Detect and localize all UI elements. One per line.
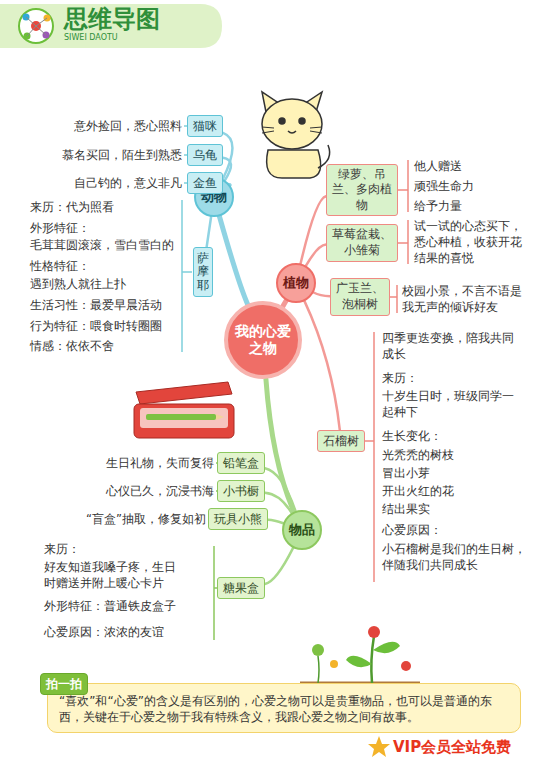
leaf-box: 绿萝、吊兰、多肉植物 bbox=[326, 164, 398, 217]
branch-connector bbox=[219, 216, 247, 304]
annotation-text: 试一试的心态买下，悉心种植，收获开花结果的喜悦 bbox=[414, 218, 526, 266]
node-text: 绿萝、吊兰、多肉植物 bbox=[332, 167, 392, 214]
node-text: 石榴树 bbox=[323, 433, 359, 449]
plant-illustration bbox=[300, 626, 420, 683]
pencil-case-illustration bbox=[134, 382, 234, 438]
node-text: 物品 bbox=[289, 522, 315, 538]
annotation-text: 生长变化： bbox=[382, 428, 442, 444]
annotation-text: 意外捡回，悉心照料 bbox=[74, 118, 182, 134]
annotation-text: 行为特征：喂食时转圈圈 bbox=[30, 318, 162, 334]
annotation-text: 开出火红的花 bbox=[382, 483, 454, 499]
node-text: 植物 bbox=[283, 275, 309, 291]
annotation-text: 心爱原因： bbox=[382, 522, 442, 538]
branch-connector bbox=[265, 493, 292, 513]
annotation-text: 来历：代为照看 bbox=[30, 199, 114, 215]
header-banner bbox=[0, 4, 222, 48]
annotation-text: 顽强生命力 bbox=[414, 178, 474, 194]
annotation-text: 结出果实 bbox=[382, 501, 430, 517]
node-text: 猫咪 bbox=[193, 118, 217, 134]
branch-connector bbox=[305, 301, 340, 430]
note-box: “喜欢”和“心爱”的含义是有区别的，心爱之物可以是贵重物品，也可以是普通的东西，… bbox=[47, 683, 521, 733]
header-icon bbox=[19, 9, 53, 43]
subtitle-text: SIWEI DAOTU bbox=[64, 32, 118, 44]
node-text: 草莓盆栽、小雏菊 bbox=[332, 227, 392, 258]
annotation-text: 遇到熟人就往上扑 bbox=[30, 276, 126, 292]
branch-connector bbox=[283, 300, 286, 306]
annotation-text: 性格特征： bbox=[30, 258, 90, 274]
branch-connector bbox=[266, 379, 294, 512]
leaf-box: 石榴树 bbox=[317, 430, 365, 452]
leaf-box: 铅笔盒 bbox=[217, 452, 265, 474]
branch-circle: 植物 bbox=[276, 263, 316, 303]
annotation-text: 生活习性：最爱早晨活动 bbox=[30, 297, 162, 313]
annotation-text: 生日礼物，失而复得 bbox=[106, 455, 214, 471]
leaf-box: 草莓盆栽、小雏菊 bbox=[326, 224, 398, 261]
leaf-box: 糖果盒 bbox=[217, 577, 265, 599]
node-text: 广玉兰、泡桐树 bbox=[336, 281, 384, 312]
leaf-box: 玩具小熊 bbox=[208, 508, 268, 530]
node-text: 萨摩耶 bbox=[197, 252, 209, 292]
annotation-text: 情感：依依不舍 bbox=[30, 338, 114, 354]
branch-connector bbox=[265, 548, 293, 584]
leaf-box: 萨摩耶 bbox=[193, 247, 213, 297]
annotation-text: 小石榴树是我们的生日树，伴随我们共同成长 bbox=[382, 541, 528, 573]
branch-connector bbox=[223, 158, 231, 181]
cat-illustration bbox=[262, 92, 330, 178]
branch-circle: 物品 bbox=[282, 510, 322, 550]
branch-connector bbox=[268, 520, 283, 524]
annotation-text: 给予力量 bbox=[414, 198, 462, 214]
annotation-text: 心爱原因：浓浓的友谊 bbox=[44, 624, 164, 640]
node-text: 玩具小熊 bbox=[214, 511, 262, 527]
center-circle: 我的心爱之物 bbox=[224, 301, 302, 379]
annotation-text: 毛茸茸圆滚滚，雪白雪白的 bbox=[30, 237, 174, 253]
node-text: 糖果盒 bbox=[223, 580, 259, 596]
leaf-box: 小书橱 bbox=[217, 480, 265, 502]
node-text: 铅笔盒 bbox=[223, 455, 259, 471]
node-text: 拍一拍 bbox=[46, 676, 82, 692]
leaf-box: 乌龟 bbox=[187, 144, 223, 166]
star-icon bbox=[368, 736, 390, 757]
leaf-box: 猫咪 bbox=[187, 115, 223, 137]
annotation-text: “盲盒”抽取，修复如初 bbox=[86, 511, 206, 527]
tag-box: 拍一拍 bbox=[40, 673, 88, 695]
annotation-text: 四季更迭变换，陪我共同成长 bbox=[382, 330, 514, 362]
node-text: 我的心爱之物 bbox=[234, 323, 292, 358]
annotation-text: 来历： bbox=[44, 541, 80, 557]
branch-connector bbox=[223, 133, 233, 179]
node-text: 金鱼 bbox=[193, 175, 217, 191]
annotation-text: 外形特征：普通铁皮盒子 bbox=[44, 598, 176, 614]
leaf-box: 金鱼 bbox=[187, 172, 223, 194]
branch-connector bbox=[265, 468, 296, 511]
leaf-box: 广玉兰、泡桐树 bbox=[330, 278, 390, 315]
annotation-text: 慕名买回，陌生到熟悉 bbox=[62, 147, 182, 163]
node-text: 小书橱 bbox=[223, 483, 259, 499]
annotation-text: 自己钓的，意义非凡 bbox=[74, 175, 182, 191]
title-text: 思维导图 bbox=[64, 5, 160, 33]
annotation-text: 外形特征： bbox=[30, 220, 90, 236]
annotation-text: 十岁生日时，班级同学一起种下 bbox=[382, 388, 514, 420]
annotation-text: 冒出小芽 bbox=[382, 465, 430, 481]
annotation-text: 光秃秃的树枝 bbox=[382, 447, 454, 463]
branch-connector bbox=[306, 245, 326, 266]
watermark: VIP会员全站免费 bbox=[393, 738, 511, 757]
annotation-text: 心仪已久，沉浸书海 bbox=[106, 483, 214, 499]
annotation-text: 校园小景，不言不语是我无声的倾诉好友 bbox=[402, 283, 526, 315]
branch-connector bbox=[314, 293, 330, 297]
node-text: 乌龟 bbox=[193, 147, 217, 163]
branch-connector bbox=[207, 217, 212, 247]
node-text: “喜欢”和“心爱”的含义是有区别的，心爱之物可以是贵重物品，也可以是普通的东西，… bbox=[59, 693, 509, 725]
annotation-text: 来历： bbox=[382, 370, 418, 386]
annotation-text: 好友知道我嗓子疼，生日时赠送并附上暖心卡片 bbox=[44, 559, 184, 591]
annotation-text: 他人赠送 bbox=[414, 158, 462, 174]
